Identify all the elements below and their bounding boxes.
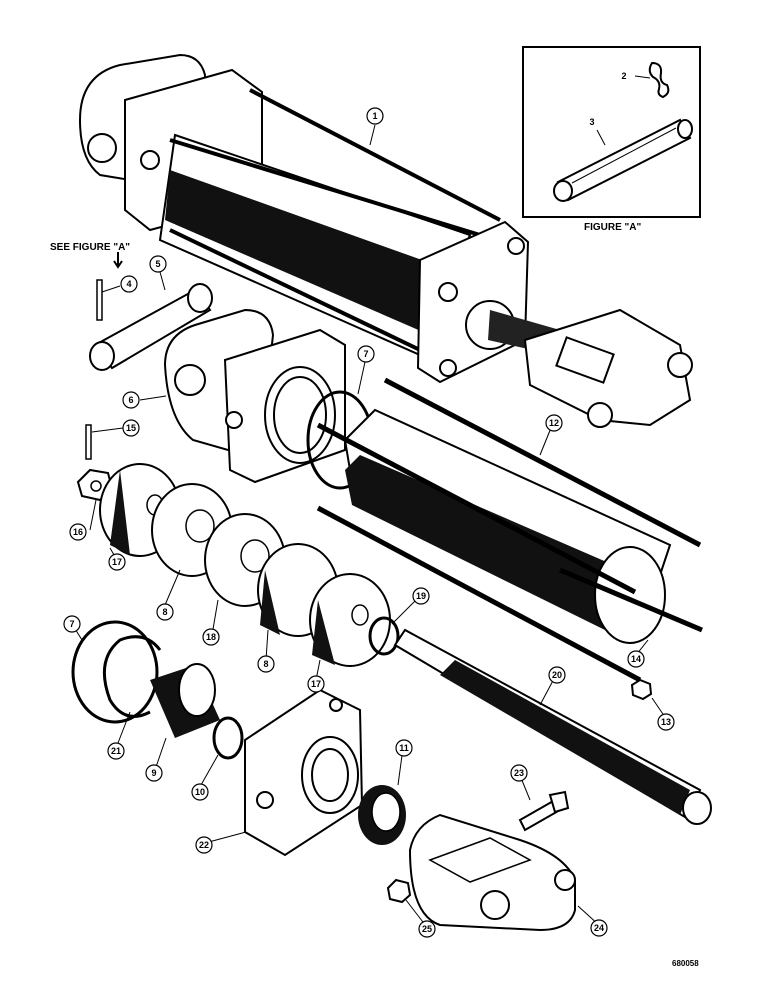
callout-22: 22 [195,836,213,854]
clip-part-2 [648,61,670,99]
cotter-pin-part-15 [85,424,92,460]
bolt-part-23 [518,790,570,832]
callout-5: 5 [149,255,167,273]
figure-a-inset: FIGURE "A" [522,46,701,233]
svg-text:1: 1 [372,111,377,121]
snap-ring-part-21 [102,635,162,718]
svg-text:17: 17 [112,557,122,567]
svg-text:25: 25 [422,924,432,934]
pin-part-3 [553,118,693,202]
callout-15: 15 [122,419,140,437]
svg-text:11: 11 [399,743,409,753]
callout-12: 12 [545,414,563,432]
svg-text:19: 19 [416,591,426,601]
svg-text:20: 20 [552,670,562,680]
callout-17-lower: 17 [307,675,325,693]
svg-text:15: 15 [126,423,136,433]
callout-23: 23 [510,764,528,782]
svg-text:3: 3 [589,117,594,127]
svg-text:7: 7 [69,619,74,629]
callout-7-lower: 7 [63,615,81,633]
callout-25: 25 [418,920,436,938]
callout-20: 20 [548,666,566,684]
callout-1: 1 [366,107,384,125]
assembled-cylinder-part-1 [78,53,693,428]
rear-cap-part-6 [163,308,346,484]
svg-text:6: 6 [128,395,133,405]
see-figure-a-label: SEE FIGURE "A" [50,242,130,253]
callout-9: 9 [145,764,163,782]
callout-8-upper: 8 [156,603,174,621]
callout-7-upper: 7 [357,345,375,363]
svg-text:8: 8 [162,607,167,617]
callout-6: 6 [122,391,140,409]
callout-3: 3 [589,117,594,127]
callout-4: 4 [120,275,138,293]
svg-text:5: 5 [155,259,160,269]
drawing-number: 680058 [672,959,699,968]
svg-text:7: 7 [363,349,368,359]
svg-text:9: 9 [151,768,156,778]
svg-text:13: 13 [661,717,671,727]
figure-a-label: FIGURE "A" [584,222,642,233]
callout-16: 16 [69,523,87,541]
o-ring-part-7-lower [71,620,159,724]
callout-10: 10 [191,783,209,801]
o-ring-part-10 [212,716,244,760]
wiper-seal-part-11 [358,785,406,845]
callout-18: 18 [202,628,220,646]
nut-part-25 [386,878,412,904]
callout-21: 21 [107,742,125,760]
callout-14: 14 [627,650,645,668]
svg-text:16: 16 [73,527,83,537]
callout-17-upper: 17 [108,553,126,571]
piston-rod-part-20 [393,628,712,825]
svg-text:4: 4 [126,279,131,289]
svg-text:17: 17 [311,679,321,689]
o-ring-part-19 [368,616,400,656]
svg-text:14: 14 [631,654,641,664]
tie-rods-part-12 [316,377,703,683]
svg-text:23: 23 [514,768,524,778]
svg-text:21: 21 [111,746,121,756]
pin-part-5 [89,283,213,371]
down-arrow-icon [113,252,123,269]
svg-text:18: 18 [206,632,216,642]
callout-19: 19 [412,587,430,605]
svg-text:2: 2 [621,71,626,81]
bushing-part-9 [150,663,220,738]
rod-clevis-part-24 [408,813,576,932]
svg-text:22: 22 [199,840,209,850]
front-cap-part-22 [244,688,364,857]
cotter-pin-part-4 [96,279,103,321]
svg-text:12: 12 [549,418,559,428]
callout-13: 13 [657,713,675,731]
callout-2: 2 [621,71,626,81]
svg-text:24: 24 [594,923,604,933]
svg-text:8: 8 [263,659,268,669]
callout-8-lower: 8 [257,655,275,673]
callout-11: 11 [395,739,413,757]
nut-part-13 [630,678,653,701]
svg-text:10: 10 [195,787,205,797]
callout-24: 24 [590,919,608,937]
